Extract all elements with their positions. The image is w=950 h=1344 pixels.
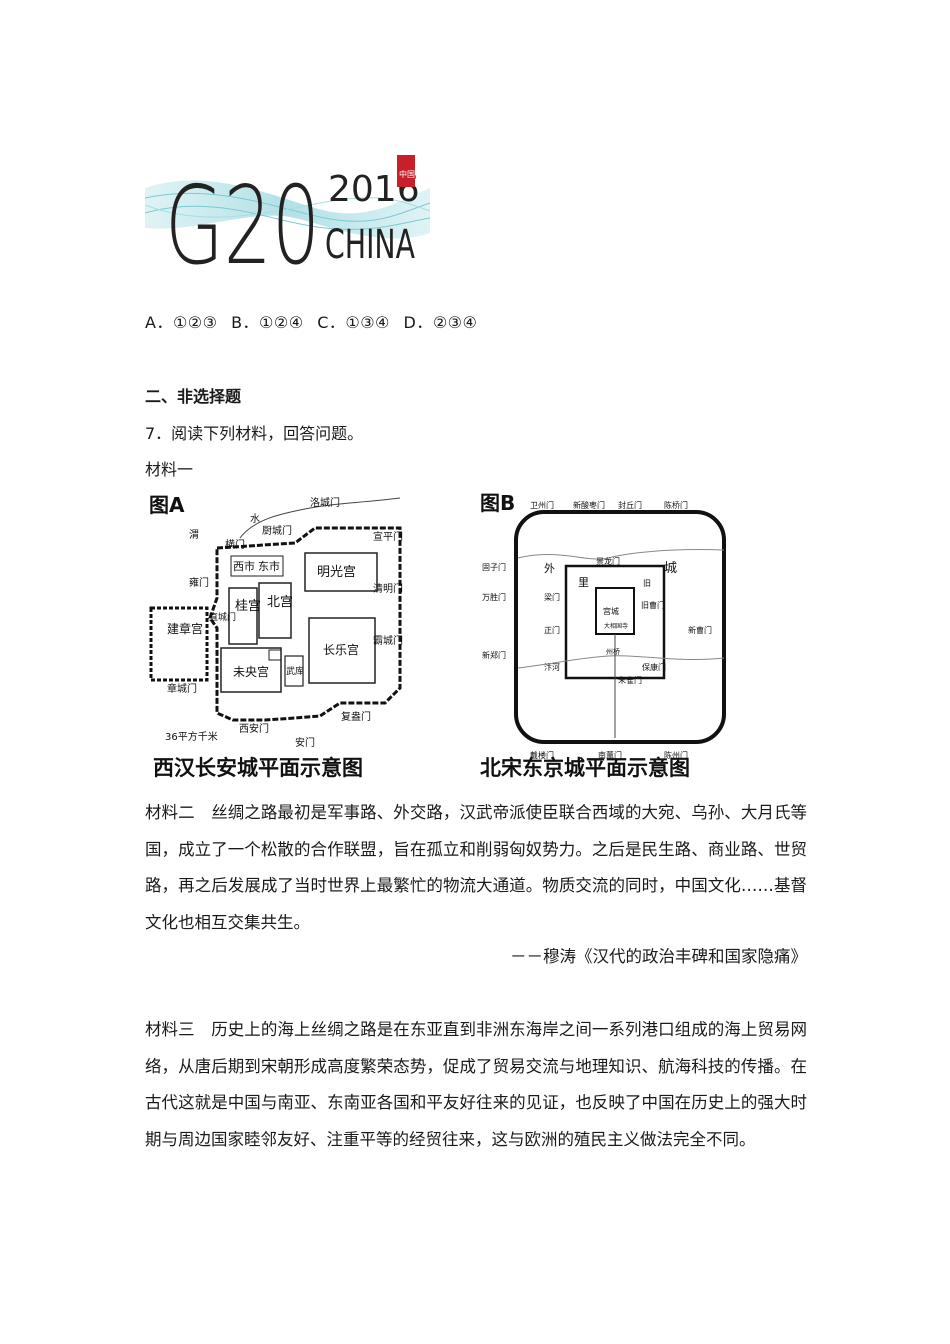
map-label-shui: 水 xyxy=(250,513,260,525)
map-label-waicheng: 外 xyxy=(544,562,555,575)
map-label-changle: 长乐宫 xyxy=(323,642,359,657)
map-label-zhangcheng: 章城门 xyxy=(167,682,197,695)
map-label-palace: 宫城 xyxy=(603,606,619,616)
map-label-li: 里 xyxy=(578,576,589,589)
answer-options: A．①②③ B．①②④ C．①③④ D．②③④ xyxy=(145,309,485,333)
map-label-daxiang: 大相国寺 xyxy=(604,622,628,630)
map-label-luocheng: 洛城门 xyxy=(310,496,340,509)
map-label-weiyang: 未央宫 xyxy=(233,664,269,679)
option-b[interactable]: B．①②④ xyxy=(231,313,304,332)
map-label-chucheng: 厨城门 xyxy=(262,524,292,537)
map-label-mingguang: 明光宫 xyxy=(317,565,356,580)
map-label-wuku: 武库 xyxy=(286,665,304,677)
china-seal xyxy=(397,155,415,187)
material2-text: 材料二 丝绸之路最初是军事路、外交路，汉武帝派使臣联合西域的大宛、乌孙、大月氏等… xyxy=(145,803,807,932)
map-label-bacheng: 霸城门 xyxy=(373,634,403,647)
map-label-jianzhang: 建章宫 xyxy=(167,621,203,636)
map-label-dai: 戴楼门 xyxy=(530,750,554,760)
map-label-jinglong: 景龙门 xyxy=(596,556,620,566)
map-label-heng: 横门 xyxy=(225,538,245,551)
seal-text: 中国 xyxy=(399,169,415,179)
map-label-jiuzao: 旧曹门 xyxy=(641,600,665,610)
map-label-yong: 雍门 xyxy=(189,576,209,589)
option-c[interactable]: C．①③④ xyxy=(317,313,390,332)
map-label-zhouqiao: 州桥 xyxy=(606,647,620,656)
map-label-xishi: 西市 xyxy=(233,559,255,573)
map-label-guzi: 固子门 xyxy=(482,562,506,572)
map-label-xinzheng: 新郑门 xyxy=(482,650,506,660)
material3-text: 材料三 历史上的海上丝绸之路是在东亚直到非洲东海岸之间一系列港口组成的海上贸易网… xyxy=(145,1020,807,1149)
figure-b-caption: 北宋东京城平面示意图 xyxy=(480,756,690,780)
map-label-bianhe: 汴河 xyxy=(544,662,560,672)
map-label-liangmen: 梁门 xyxy=(544,592,560,602)
section-title: 二、非选择题 xyxy=(145,387,242,406)
map-label-qingming: 清明门 xyxy=(373,582,403,595)
g20-text: G20 xyxy=(165,164,320,289)
figure-a-caption: 西汉长安城平面示意图 xyxy=(153,756,363,780)
map-label-beigong: 北宫 xyxy=(267,595,293,610)
map-label-xinfengqiu: 新酸枣门 xyxy=(573,500,605,510)
map-label-zhuque: 朱雀门 xyxy=(618,675,642,685)
option-d[interactable]: D．②③④ xyxy=(403,313,478,332)
map-label-baozhou: 保康门 xyxy=(642,662,666,672)
map-label-jiu: 旧 xyxy=(643,579,651,588)
figure-b-dongjing-map: 图B 卫州门 新酸枣门 封丘门 陈桥门 固子门 外 城 景龙门 里 万胜门 梁门… xyxy=(478,488,733,783)
map-label-scale: 36平方千米 xyxy=(165,730,218,743)
question-stem: 7．阅读下列材料，回答问题。 xyxy=(145,424,364,443)
map-label-dongshi: 东市 xyxy=(258,559,280,573)
map-label-weizhou: 卫州门 xyxy=(530,500,554,510)
map-label-xincao: 新曹门 xyxy=(688,625,712,635)
map-label-zhicheng: 直城门 xyxy=(209,611,236,623)
map-label-guigong: 桂宫 xyxy=(235,599,261,614)
option-a[interactable]: A．①②③ xyxy=(145,313,218,332)
g20-logo: G20 2016 中国 CHINA xyxy=(145,133,430,291)
map-label-fuang: 复盎门 xyxy=(341,710,371,723)
map-label-cheng: 城 xyxy=(664,561,677,576)
map-label-chenzhou: 陈州门 xyxy=(664,750,688,760)
map-label-an: 安门 xyxy=(295,736,315,749)
map-label-chenqiao: 陈桥门 xyxy=(664,500,688,510)
figure-b-tag: 图B xyxy=(480,491,515,515)
map-label-wansheng: 万胜门 xyxy=(482,592,506,602)
material1-label: 材料一 xyxy=(145,460,194,479)
figure-a-changan-map: 图A 渭 水 厨城门 洛城门 横门 宣平门 清明门 霸城门 雍门 直城门 西市 … xyxy=(145,488,410,783)
map-label-nanxun: 南薰门 xyxy=(598,750,622,760)
map-label-xian: 西安门 xyxy=(239,722,269,735)
map-label-wei: 渭 xyxy=(189,529,199,541)
map-label-zhengmen: 正门 xyxy=(544,625,560,635)
figure-a-tag: 图A xyxy=(149,493,185,517)
material2-source: －－穆涛《汉代的政治丰碑和国家隐痛》 xyxy=(510,947,807,966)
map-label-xuanping: 宣平门 xyxy=(373,530,403,543)
map-label-fengqiu: 封丘门 xyxy=(618,500,642,510)
china-text: CHINA xyxy=(325,222,415,268)
